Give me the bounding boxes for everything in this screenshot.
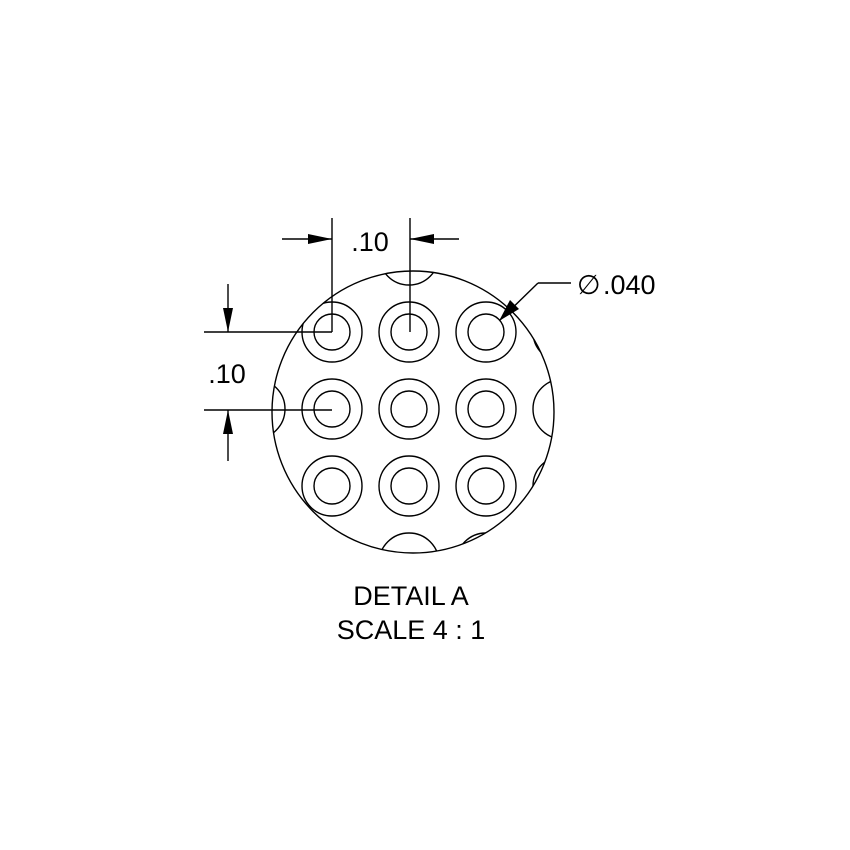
- detail-boundary-circle: [271, 270, 555, 554]
- hole-bore: [390, 467, 428, 505]
- partial-hole-edge: [272, 532, 286, 553]
- hole-counterbore: [301, 455, 363, 517]
- hole-counterbore: [455, 378, 517, 440]
- hole-counterbore: [455, 301, 517, 363]
- hole-bore: [313, 390, 351, 428]
- hole-counterbore: [378, 455, 440, 517]
- hole-bore: [390, 313, 428, 351]
- diameter-label: .040: [603, 270, 656, 300]
- partial-hole-edge: [532, 532, 554, 553]
- hole-bore: [467, 390, 505, 428]
- partial-hole-edge: [272, 378, 286, 440]
- horizontal-dimension-label: .10: [351, 227, 389, 257]
- partial-hole-edge: [378, 271, 440, 286]
- arrowhead-left-pointing: [410, 234, 434, 244]
- partial-hole-edge: [378, 532, 440, 553]
- partial-hole-edge: [532, 378, 554, 440]
- leader-arrowhead: [499, 300, 519, 321]
- detail-scale: SCALE 4 : 1: [337, 615, 486, 645]
- vertical-dimension-label: .10: [208, 359, 246, 389]
- detail-title: DETAIL A: [353, 581, 469, 611]
- arrowhead-up-pointing: [223, 410, 233, 434]
- hole-bore: [313, 467, 351, 505]
- partial-hole-edge: [272, 455, 286, 517]
- arrowhead-right-pointing: [308, 234, 332, 244]
- diameter-symbol: ∅: [577, 270, 601, 300]
- hole-bore: [467, 467, 505, 505]
- hole-bore: [467, 313, 505, 351]
- arrowhead-down-pointing: [223, 308, 233, 332]
- hole-counterbore: [378, 301, 440, 363]
- partial-hole-edge: [455, 271, 517, 286]
- partial-hole-edge: [532, 455, 554, 517]
- partial-hole-edge: [272, 271, 286, 286]
- hole-bore: [390, 390, 428, 428]
- hole-counterbore: [378, 378, 440, 440]
- partial-hole-edge: [532, 301, 554, 363]
- hole-counterbore: [301, 378, 363, 440]
- horizontal-dimension: [282, 218, 459, 332]
- hole-counterbore: [455, 455, 517, 517]
- hole-pattern: [272, 271, 554, 553]
